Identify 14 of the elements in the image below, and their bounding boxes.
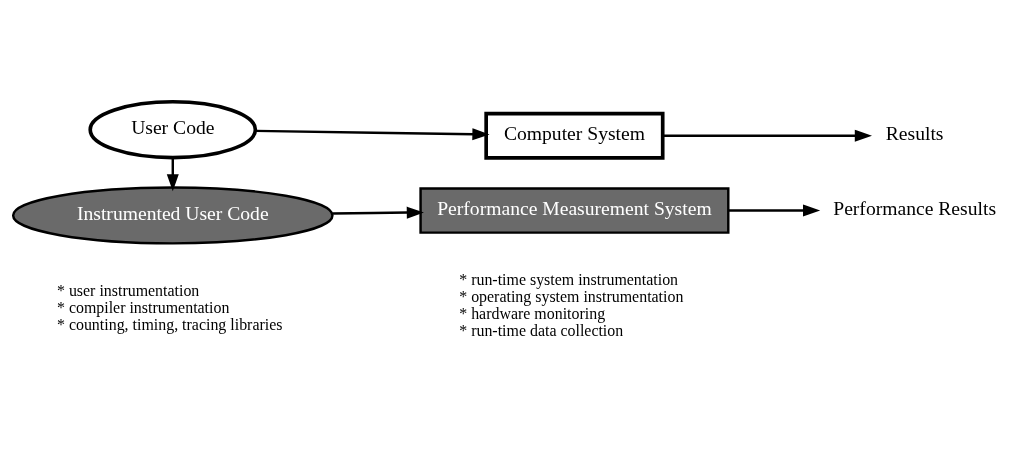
node-box: Computer System: [484, 111, 665, 160]
node-label: * run-time system instrumentation: [459, 270, 679, 288]
node-label: * compiler instrumentation: [56, 298, 230, 316]
node-label: * user instrumentation: [56, 281, 200, 299]
node-label: * run-time data collection: [459, 322, 624, 340]
arrow: [255, 128, 490, 141]
arrow: [728, 204, 821, 217]
arrow: [332, 206, 424, 219]
arrow: [663, 129, 872, 142]
node-ellipse: User Code: [88, 99, 258, 160]
node-ellipse: Instrumented User Code: [11, 186, 334, 245]
node-text: Performance Results: [833, 198, 997, 220]
node-box: Performance Measurement System: [419, 187, 730, 234]
node-text: Results: [885, 123, 944, 145]
